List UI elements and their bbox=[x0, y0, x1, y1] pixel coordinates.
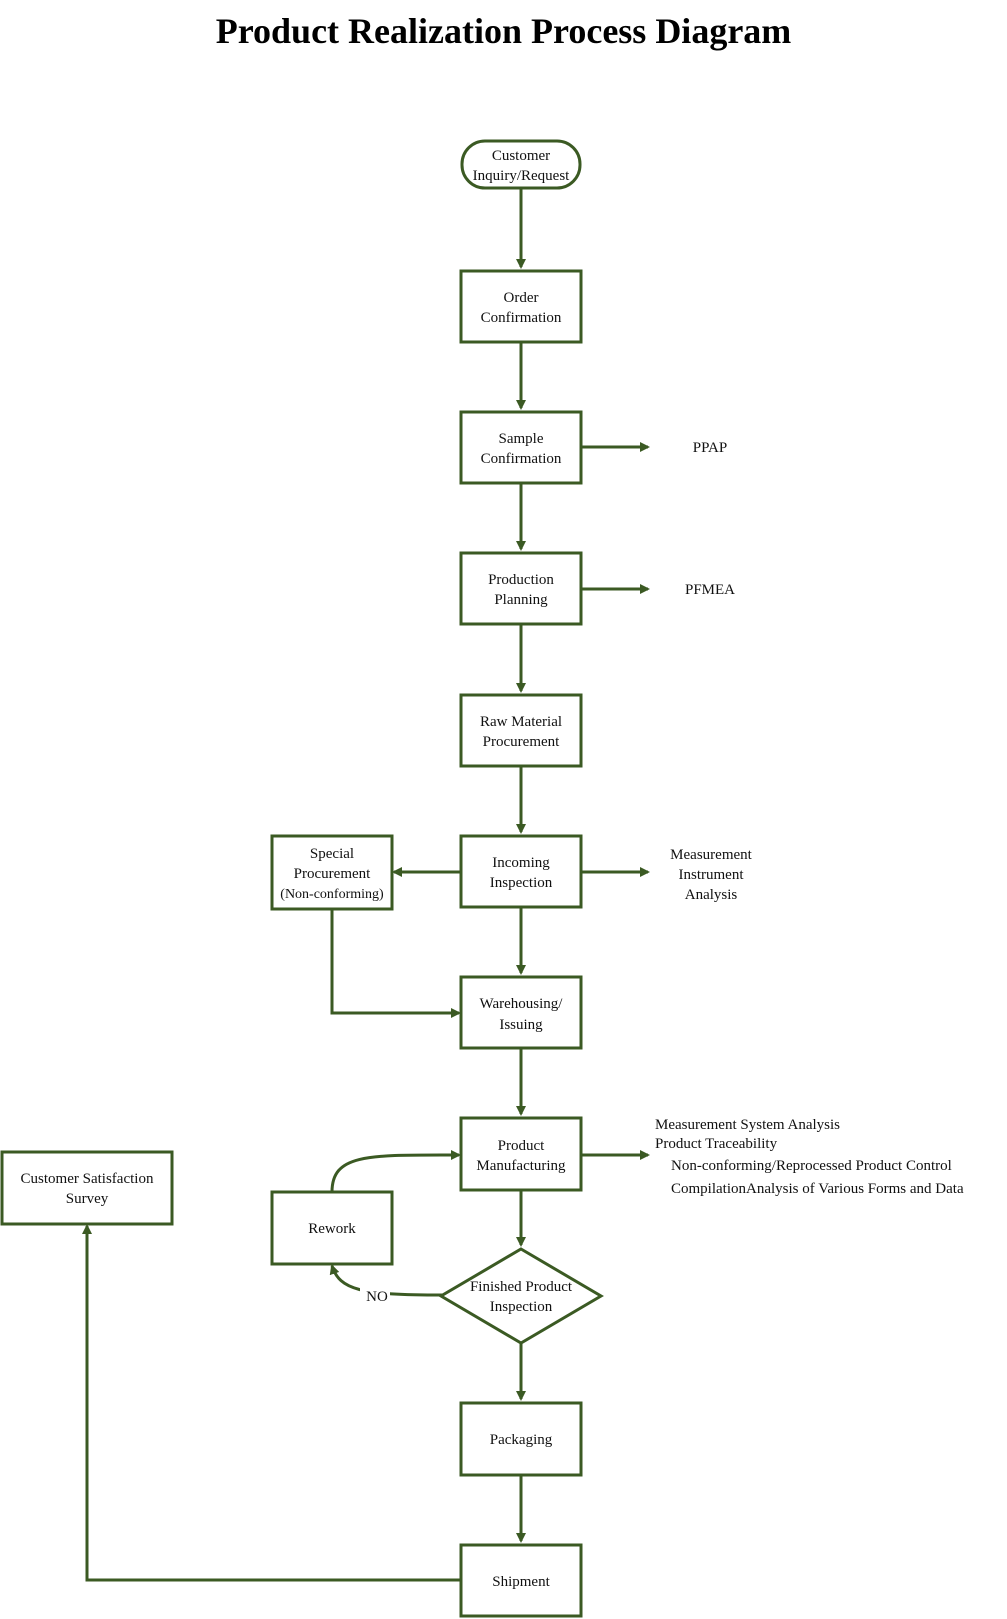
svg-text:Instrument: Instrument bbox=[679, 867, 745, 883]
rework-node: Rework bbox=[270, 1190, 394, 1266]
arrow-rework-to-manufacturing bbox=[330, 1149, 461, 1193]
svg-text:Inspection: Inspection bbox=[490, 1299, 553, 1315]
svg-text:Customer: Customer bbox=[492, 148, 550, 164]
svg-text:Packaging: Packaging bbox=[490, 1432, 553, 1448]
svg-text:Confirmation: Confirmation bbox=[481, 451, 562, 467]
no-label-bg bbox=[360, 1286, 390, 1304]
finished-inspection-decision: Finished Product Inspection bbox=[438, 1247, 604, 1345]
product-manufacturing-node: Product Manufacturing bbox=[459, 1116, 583, 1192]
svg-text:Order: Order bbox=[504, 290, 539, 306]
svg-text:(Non-conforming): (Non-conforming) bbox=[280, 887, 384, 902]
svg-text:Production: Production bbox=[488, 572, 554, 588]
svg-text:Product: Product bbox=[498, 1138, 545, 1154]
svg-text:Measurement: Measurement bbox=[670, 847, 752, 863]
svg-text:Analysis: Analysis bbox=[685, 887, 738, 903]
measurement-instrument-note: Measurement Instrument Analysis bbox=[670, 847, 752, 903]
svg-text:Manufacturing: Manufacturing bbox=[476, 1158, 566, 1174]
svg-text:Procurement: Procurement bbox=[294, 866, 371, 882]
arrow-special-to-warehousing bbox=[330, 909, 461, 1018]
svg-text:Sample: Sample bbox=[499, 431, 544, 447]
svg-text:Procurement: Procurement bbox=[483, 734, 560, 750]
manufacturing-notes: Measurement System Analysis Product Trac… bbox=[655, 1117, 964, 1197]
svg-text:Customer Satisfaction: Customer Satisfaction bbox=[21, 1171, 154, 1187]
raw-material-node: Raw Material Procurement bbox=[459, 693, 583, 768]
special-procurement-node: Special Procurement (Non-conforming) bbox=[270, 834, 394, 911]
svg-text:Special: Special bbox=[310, 846, 354, 862]
svg-text:Inquiry/Request: Inquiry/Request bbox=[473, 168, 570, 184]
arrow-shipment-to-survey bbox=[82, 1224, 461, 1582]
arrow-inspection-no-to-rework bbox=[329, 1264, 444, 1297]
incoming-inspection-node: Incoming Inspection bbox=[459, 834, 583, 909]
svg-text:Inspection: Inspection bbox=[490, 875, 553, 891]
manufacturing-note-msa: Measurement System Analysis bbox=[655, 1117, 840, 1133]
svg-text:Issuing: Issuing bbox=[499, 1017, 543, 1033]
customer-request-node: Customer Inquiry/Request bbox=[460, 139, 582, 190]
ppap-note: PPAP bbox=[693, 440, 727, 456]
pfmea-note: PFMEA bbox=[685, 582, 735, 598]
svg-text:Rework: Rework bbox=[308, 1221, 356, 1237]
svg-text:Warehousing/: Warehousing/ bbox=[480, 996, 564, 1012]
svg-text:Shipment: Shipment bbox=[492, 1574, 550, 1590]
order-confirmation-node: Order Confirmation bbox=[459, 269, 583, 344]
manufacturing-note-compilation: CompilationAnalysis of Various Forms and… bbox=[671, 1181, 964, 1197]
svg-text:Survey: Survey bbox=[66, 1191, 109, 1207]
warehousing-node: Warehousing/ Issuing bbox=[459, 975, 583, 1050]
page-title: Product Realization Process Diagram bbox=[215, 11, 792, 51]
manufacturing-note-traceability: Product Traceability bbox=[655, 1136, 778, 1152]
customer-survey-node: Customer Satisfaction Survey bbox=[0, 1150, 174, 1226]
manufacturing-note-nonconforming: Non-conforming/Reprocessed Product Contr… bbox=[671, 1158, 952, 1174]
production-planning-node: Production Planning bbox=[459, 551, 583, 626]
svg-text:Finished Product: Finished Product bbox=[470, 1279, 573, 1295]
sample-confirmation-node: Sample Confirmation bbox=[459, 410, 583, 485]
packaging-node: Packaging bbox=[459, 1401, 583, 1477]
no-label: NO bbox=[366, 1289, 388, 1305]
connectors bbox=[82, 188, 650, 1582]
shipment-node: Shipment bbox=[459, 1543, 583, 1618]
svg-text:Confirmation: Confirmation bbox=[481, 310, 562, 326]
svg-text:Incoming: Incoming bbox=[492, 855, 550, 871]
svg-text:Planning: Planning bbox=[494, 592, 548, 608]
svg-text:Raw Material: Raw Material bbox=[480, 714, 562, 730]
